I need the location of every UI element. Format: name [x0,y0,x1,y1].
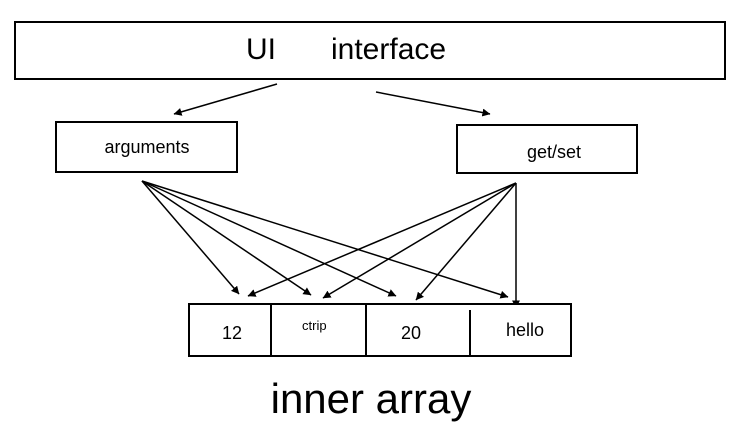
arrow-arguments-to-cell-20 [141,180,397,297]
getset-label: get/set [527,142,581,162]
arrow-arguments-to-cell-12 [141,180,240,295]
arguments-label: arguments [104,137,189,157]
ui-interface-box: UI interface [14,21,726,80]
ui-interface-label-ui: UI [246,33,276,66]
arrow-arguments-to-cell-ctrip [141,180,312,296]
array-cell-ctrip: ctrip [302,318,327,333]
arrow-ui-to-getset [375,91,491,117]
ui-interface-label-interface: interface [331,33,446,66]
arrow-getset-to-cell-12 [247,182,517,297]
array-cell-20: 20 [401,323,421,343]
arrow-getset-to-cell-20 [415,182,517,301]
arrow-ui-to-arguments [173,83,278,116]
getset-box: get/set [456,124,638,174]
arguments-box: arguments [55,121,238,173]
inner-array: 12 ctrip 20 hello [188,303,572,357]
arrow-getset-to-cell-ctrip [322,182,517,299]
array-cell-hello: hello [506,320,544,340]
array-cell-12: 12 [222,323,242,343]
inner-array-caption: inner array [271,375,472,422]
arrow-arguments-to-cell-hello [141,180,509,299]
